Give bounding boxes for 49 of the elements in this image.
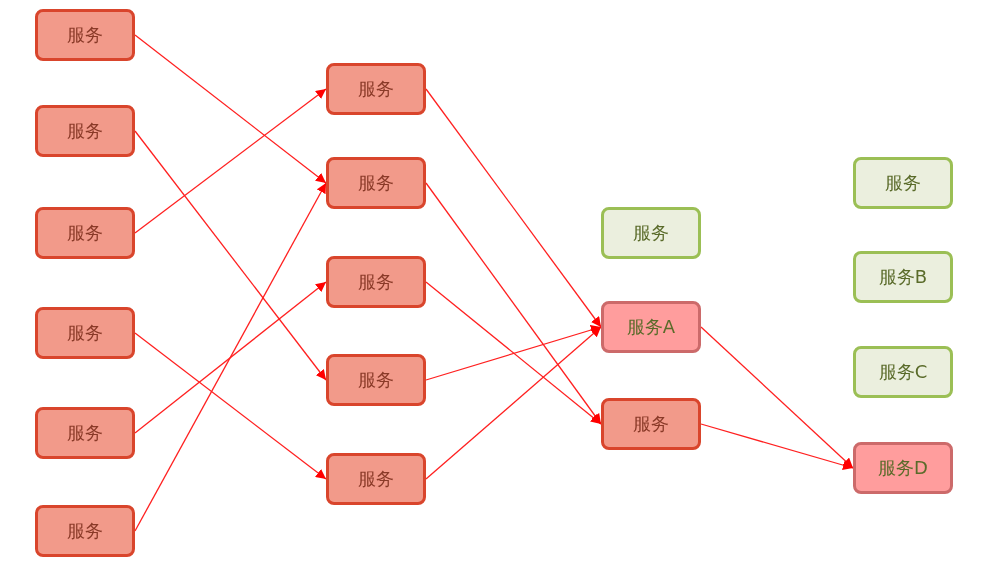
service-box <box>326 157 426 209</box>
service-label: 服务 <box>358 368 394 392</box>
arrow <box>134 281 327 434</box>
service-box <box>35 9 135 61</box>
service-box <box>853 346 953 398</box>
service-label: 服务 <box>633 221 669 245</box>
service-label: 服务 <box>358 270 394 294</box>
arrow <box>700 423 854 470</box>
arrow <box>425 281 602 425</box>
service-label: 服务 <box>67 519 103 543</box>
service-box <box>35 105 135 157</box>
service-label: 服务 <box>885 171 921 195</box>
arrow <box>134 34 327 184</box>
service-label: 服务B <box>878 265 928 289</box>
service-box <box>601 301 701 353</box>
arrow <box>425 325 602 381</box>
service-label: 服务 <box>67 23 103 47</box>
service-box <box>35 207 135 259</box>
service-label: 服务 <box>358 467 394 491</box>
service-label: 服务 <box>67 421 103 445</box>
service-box <box>326 354 426 406</box>
arrow <box>425 182 602 425</box>
arrow <box>134 88 327 234</box>
service-box <box>853 157 953 209</box>
service-label: 服务A <box>626 315 676 339</box>
arrow <box>700 326 854 469</box>
service-box <box>853 442 953 494</box>
arrow <box>425 88 602 328</box>
service-box <box>35 307 135 359</box>
service-box <box>601 398 701 450</box>
arrow <box>425 326 602 480</box>
service-label: 服务 <box>67 119 103 143</box>
service-label: 服务 <box>358 77 394 101</box>
service-box <box>326 63 426 115</box>
service-box <box>853 251 953 303</box>
service-label: 服务 <box>358 171 394 195</box>
service-label: 服务 <box>633 412 669 436</box>
arrow <box>134 130 327 381</box>
service-label: 服务 <box>67 221 103 245</box>
service-box <box>35 505 135 557</box>
service-label: 服务D <box>878 456 928 480</box>
service-box <box>326 453 426 505</box>
service-box <box>326 256 426 308</box>
arrow <box>134 182 327 532</box>
service-label: 服务 <box>67 321 103 345</box>
arrow <box>134 332 327 480</box>
service-box <box>35 407 135 459</box>
service-label: 服务C <box>878 360 928 384</box>
service-box <box>601 207 701 259</box>
